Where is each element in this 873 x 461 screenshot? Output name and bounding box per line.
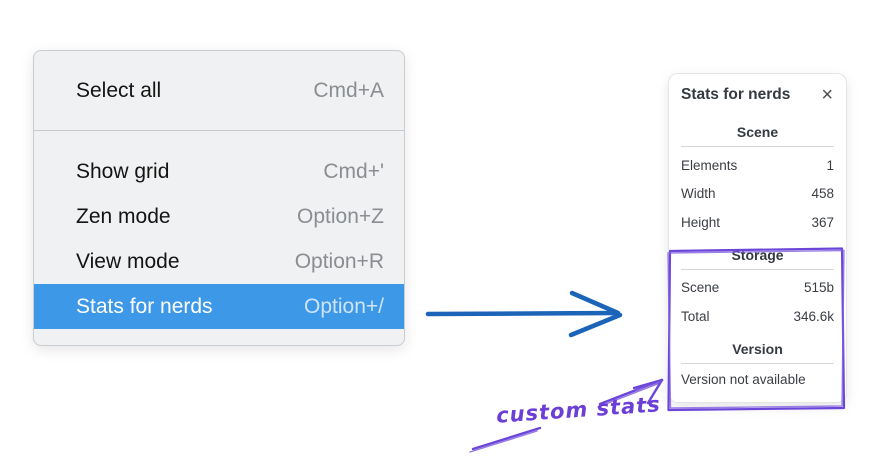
stats-panel: Stats for nerds × Scene Elements 1 Width… bbox=[668, 73, 847, 403]
stat-row-total-size: Total 346.6k bbox=[681, 302, 834, 331]
stats-panel-title: Stats for nerds bbox=[681, 86, 791, 103]
annotation-label: custom stats bbox=[495, 392, 662, 428]
section-heading-version: Version bbox=[732, 340, 783, 357]
stat-label: Scene bbox=[681, 280, 720, 296]
section-rule bbox=[681, 362, 834, 364]
menu-group-top: Select all Cmd+A bbox=[34, 51, 404, 130]
section-rule bbox=[681, 268, 834, 270]
context-menu: Select all Cmd+A Show grid Cmd+' Zen mod… bbox=[33, 50, 405, 346]
section-rule bbox=[681, 146, 834, 147]
menu-item-shortcut: Option+/ bbox=[304, 294, 384, 318]
stat-value: 1 bbox=[826, 157, 834, 173]
menu-group-bottom: Show grid Cmd+' Zen mode Option+Z View m… bbox=[34, 131, 404, 345]
menu-item-label: Show grid bbox=[76, 159, 170, 183]
stat-row-width: Width 458 bbox=[681, 180, 834, 209]
menu-item-shortcut: Cmd+' bbox=[323, 159, 384, 183]
close-icon[interactable]: × bbox=[821, 84, 833, 106]
menu-item-zen-mode[interactable]: Zen mode Option+Z bbox=[34, 194, 404, 239]
stat-value: 458 bbox=[811, 186, 834, 202]
section-heading-scene: Scene bbox=[736, 124, 779, 140]
menu-divider bbox=[34, 130, 404, 131]
menu-item-label: View mode bbox=[76, 249, 180, 273]
stat-label: Total bbox=[681, 308, 710, 324]
menu-item-view-mode[interactable]: View mode Option+R bbox=[34, 239, 404, 284]
pointer-arrow-icon bbox=[425, 290, 623, 338]
menu-item-label: Zen mode bbox=[76, 204, 171, 228]
menu-item-shortcut: Cmd+A bbox=[313, 78, 384, 102]
stat-label: Width bbox=[681, 186, 716, 202]
menu-item-label: Select all bbox=[76, 78, 162, 102]
menu-item-select-all[interactable]: Select all Cmd+A bbox=[34, 68, 404, 113]
version-note: Version not available bbox=[681, 371, 806, 387]
menu-item-show-grid[interactable]: Show grid Cmd+' bbox=[34, 149, 404, 194]
menu-item-label: Stats for nerds bbox=[76, 294, 213, 318]
stat-row-elements: Elements 1 bbox=[681, 151, 834, 180]
stats-panel-header: Stats for nerds × bbox=[681, 84, 834, 106]
stat-row-scene-size: Scene 515b bbox=[681, 274, 834, 303]
stat-label: Height bbox=[681, 214, 721, 230]
stat-value: 346.6k bbox=[793, 308, 834, 324]
menu-item-stats-for-nerds[interactable]: Stats for nerds Option+/ bbox=[34, 284, 404, 329]
stat-label: Elements bbox=[681, 157, 738, 173]
stat-row-height: Height 367 bbox=[681, 208, 834, 237]
menu-item-shortcut: Option+Z bbox=[297, 204, 384, 228]
stat-value: 515b bbox=[803, 280, 834, 296]
menu-item-shortcut: Option+R bbox=[294, 249, 384, 273]
section-heading-storage: Storage bbox=[731, 246, 784, 263]
stat-value: 367 bbox=[811, 214, 834, 230]
